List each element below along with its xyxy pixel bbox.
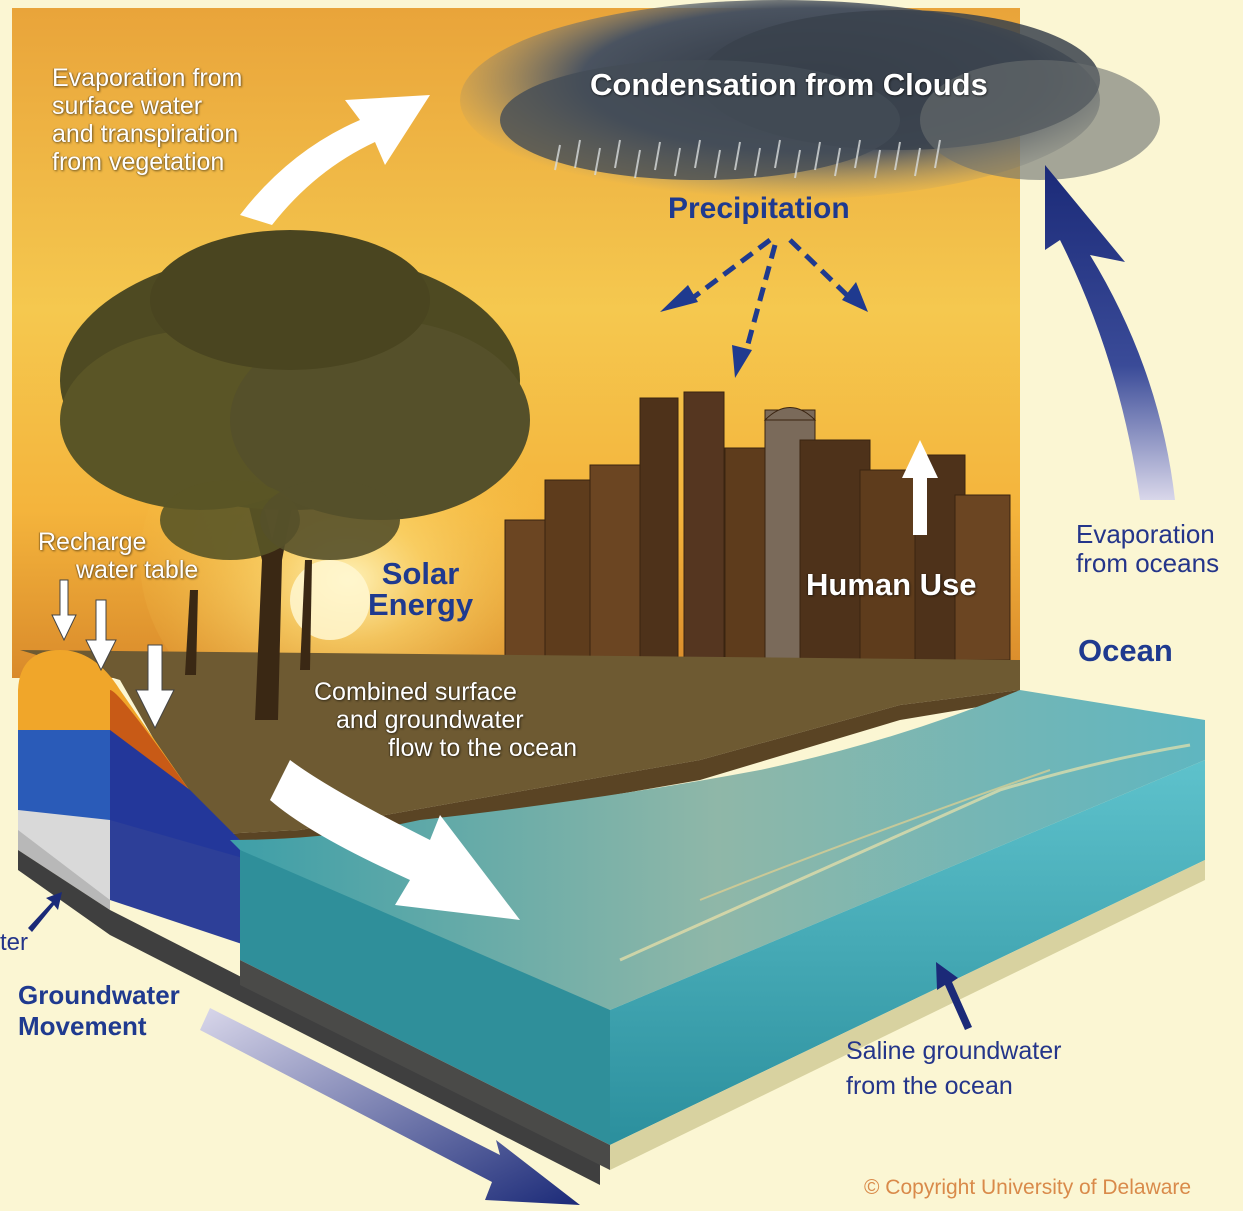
evaporation-from-oceans-arrow (1045, 165, 1175, 500)
ocean-block (230, 690, 1205, 1170)
recharge-arrows (51, 579, 175, 730)
evaporation-arrow (240, 95, 430, 225)
recharge-label: Recharge water table (38, 528, 199, 584)
aquifer-cross-section (18, 650, 350, 980)
solar-energy-label: Solar Energy (368, 556, 474, 622)
saline-arrow (936, 962, 972, 1030)
rain-icon (554, 139, 941, 179)
small-groundwater-arrow (28, 892, 62, 932)
city-skyline-icon (504, 391, 1011, 661)
human-use-arrow (902, 440, 938, 535)
saline-groundwater-label: Saline groundwater from the ocean (846, 1037, 1062, 1100)
combined-flow-label: Combined surface and groundwater flow to… (314, 678, 578, 762)
evaporation-surface-label: Evaporation from surface water and trans… (52, 64, 243, 176)
precipitation-arrows (688, 238, 854, 356)
evaporation-oceans-label: Evaporation from oceans (1076, 519, 1220, 579)
groundwater-movement-label: Groundwater Movement (18, 980, 180, 1042)
cut-off-label: ter (0, 929, 29, 956)
precipitation-label: Precipitation (668, 192, 850, 225)
condensation-label: Condensation from Clouds (590, 67, 988, 102)
ocean-label: Ocean (1078, 633, 1173, 668)
tree-icon (60, 230, 530, 720)
human-use-label: Human Use (806, 567, 977, 602)
copyright-notice: © Copyright University of Delaware (864, 1176, 1192, 1199)
surface-flow-arrow (270, 760, 520, 920)
groundwater-movement-arrow (200, 1008, 580, 1205)
